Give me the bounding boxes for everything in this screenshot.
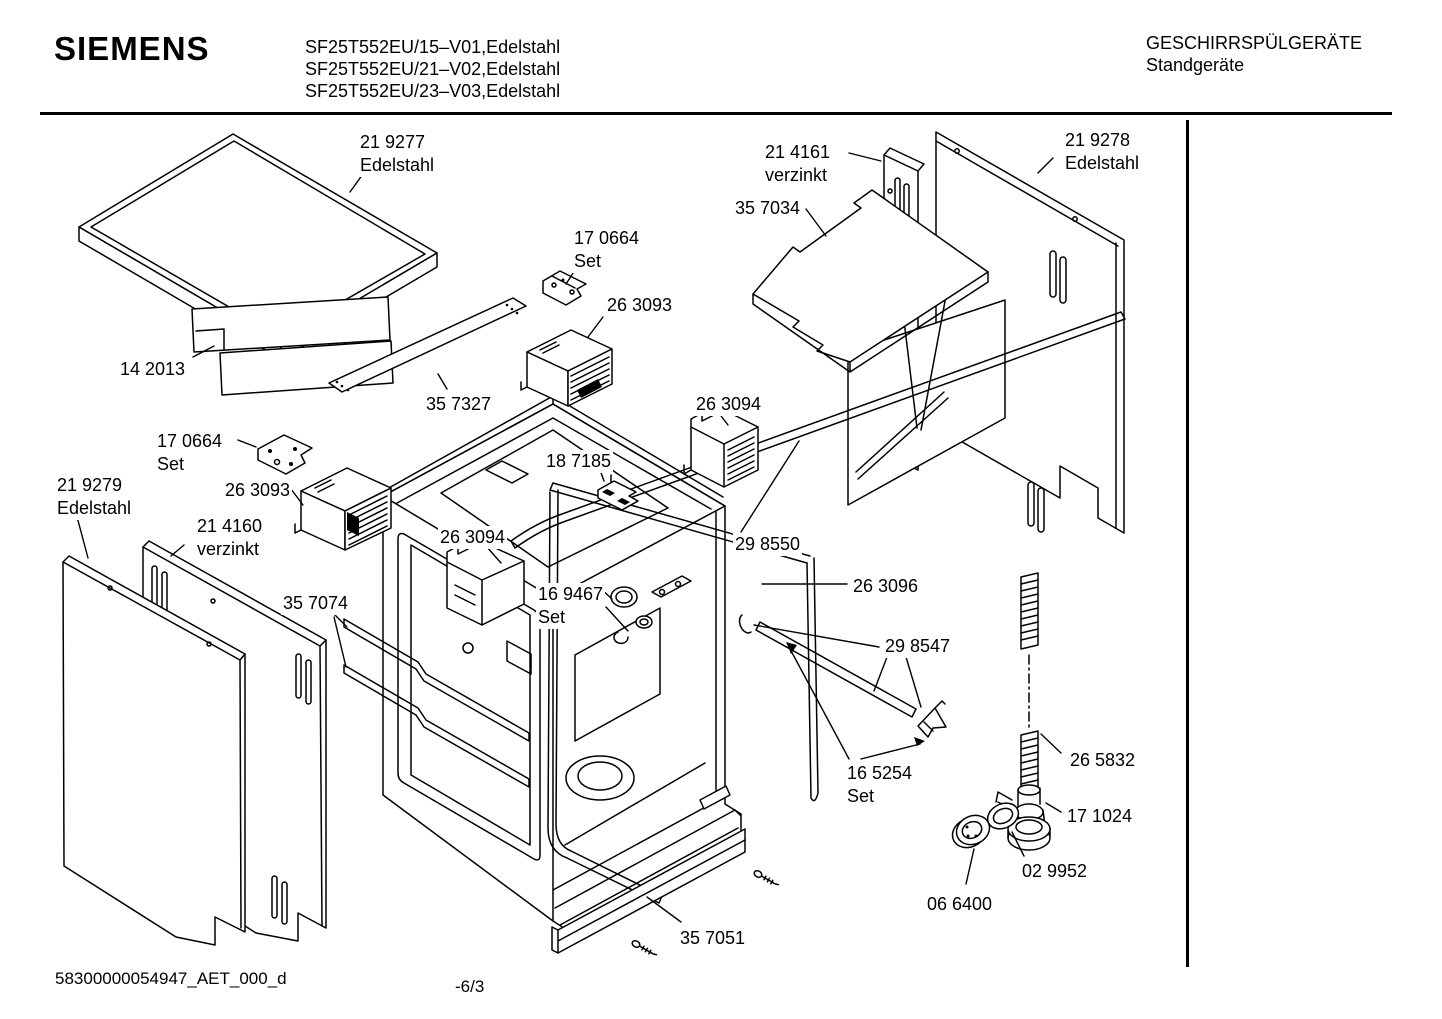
part-label-14-2013: 14 2013 xyxy=(118,358,188,381)
siemens-logo: SIEMENS xyxy=(54,30,210,67)
cap-disc-drawing xyxy=(951,814,991,849)
part-label-26-3093-top: 26 3093 xyxy=(605,294,675,317)
part-label-06-6400: 06 6400 xyxy=(925,893,995,916)
right-border-rule xyxy=(1186,120,1189,967)
rails-drawing xyxy=(343,618,530,788)
part-label-35-7327: 35 7327 xyxy=(424,393,494,416)
spindle-drawing xyxy=(1020,572,1039,791)
part-label-18-7185: 18 7185 xyxy=(544,450,614,473)
document-id: 58300000054947_AET_000_d xyxy=(55,969,287,988)
header-divider xyxy=(40,112,1392,115)
part-label-29-8550: 29 8550 xyxy=(733,533,803,556)
part-label-26-5832: 26 5832 xyxy=(1068,749,1138,772)
model-line: SF25T552EU/23–V03,Edelstahl xyxy=(305,81,561,101)
module-left-drawing xyxy=(294,467,392,551)
rear-panel-drawing xyxy=(935,131,1125,534)
latch-drawing xyxy=(597,474,639,511)
mounting-strap-drawing xyxy=(651,575,692,598)
leader-lines xyxy=(75,152,1062,923)
seal-set-drawing xyxy=(610,586,653,645)
part-label-35-7051: 35 7051 xyxy=(678,927,748,950)
category-header: GESCHIRRSPÜLGERÄTE Standgeräte xyxy=(1146,32,1362,76)
cover-left-drawing xyxy=(446,541,525,626)
part-label-26-3094-top: 26 3094 xyxy=(694,393,764,416)
side-panel-front-drawing xyxy=(62,555,246,946)
part-label-26-3093-left: 26 3093 xyxy=(223,479,293,502)
module-top-drawing xyxy=(520,329,613,407)
plinth-strip-drawing xyxy=(551,828,746,954)
base-shelf-drawing xyxy=(752,189,1006,506)
category-title: GESCHIRRSPÜLGERÄTE xyxy=(1146,33,1363,53)
bracket-left-drawing xyxy=(257,434,313,475)
part-label-17-1024: 17 1024 xyxy=(1065,805,1135,828)
screw-drawing xyxy=(631,869,780,956)
part-label-35-7074: 35 7074 xyxy=(281,592,351,615)
strip-drawing xyxy=(328,297,527,393)
part-label-35-7034: 35 7034 xyxy=(733,197,803,220)
model-line: SF25T552EU/21–V02,Edelstahl xyxy=(305,59,561,79)
seal-ring-drawing xyxy=(986,802,1020,830)
category-subtitle: Standgeräte xyxy=(1146,55,1245,75)
part-label-26-3094-left: 26 3094 xyxy=(438,526,508,549)
part-label-29-8547: 29 8547 xyxy=(883,635,953,658)
model-line: SF25T552EU/15–V01,Edelstahl xyxy=(305,37,561,57)
page-number: -6/3 xyxy=(455,977,485,996)
cover-top-drawing xyxy=(683,409,759,488)
part-label-02-9952: 02 9952 xyxy=(1020,860,1090,883)
model-list: SF25T552EU/15–V01,Edelstahl SF25T552EU/2… xyxy=(305,36,560,102)
rod-drawing xyxy=(738,614,947,738)
part-label-26-3096: 26 3096 xyxy=(851,575,921,598)
support-rail-drawing xyxy=(510,311,1126,549)
bracket-top-drawing xyxy=(542,270,587,306)
